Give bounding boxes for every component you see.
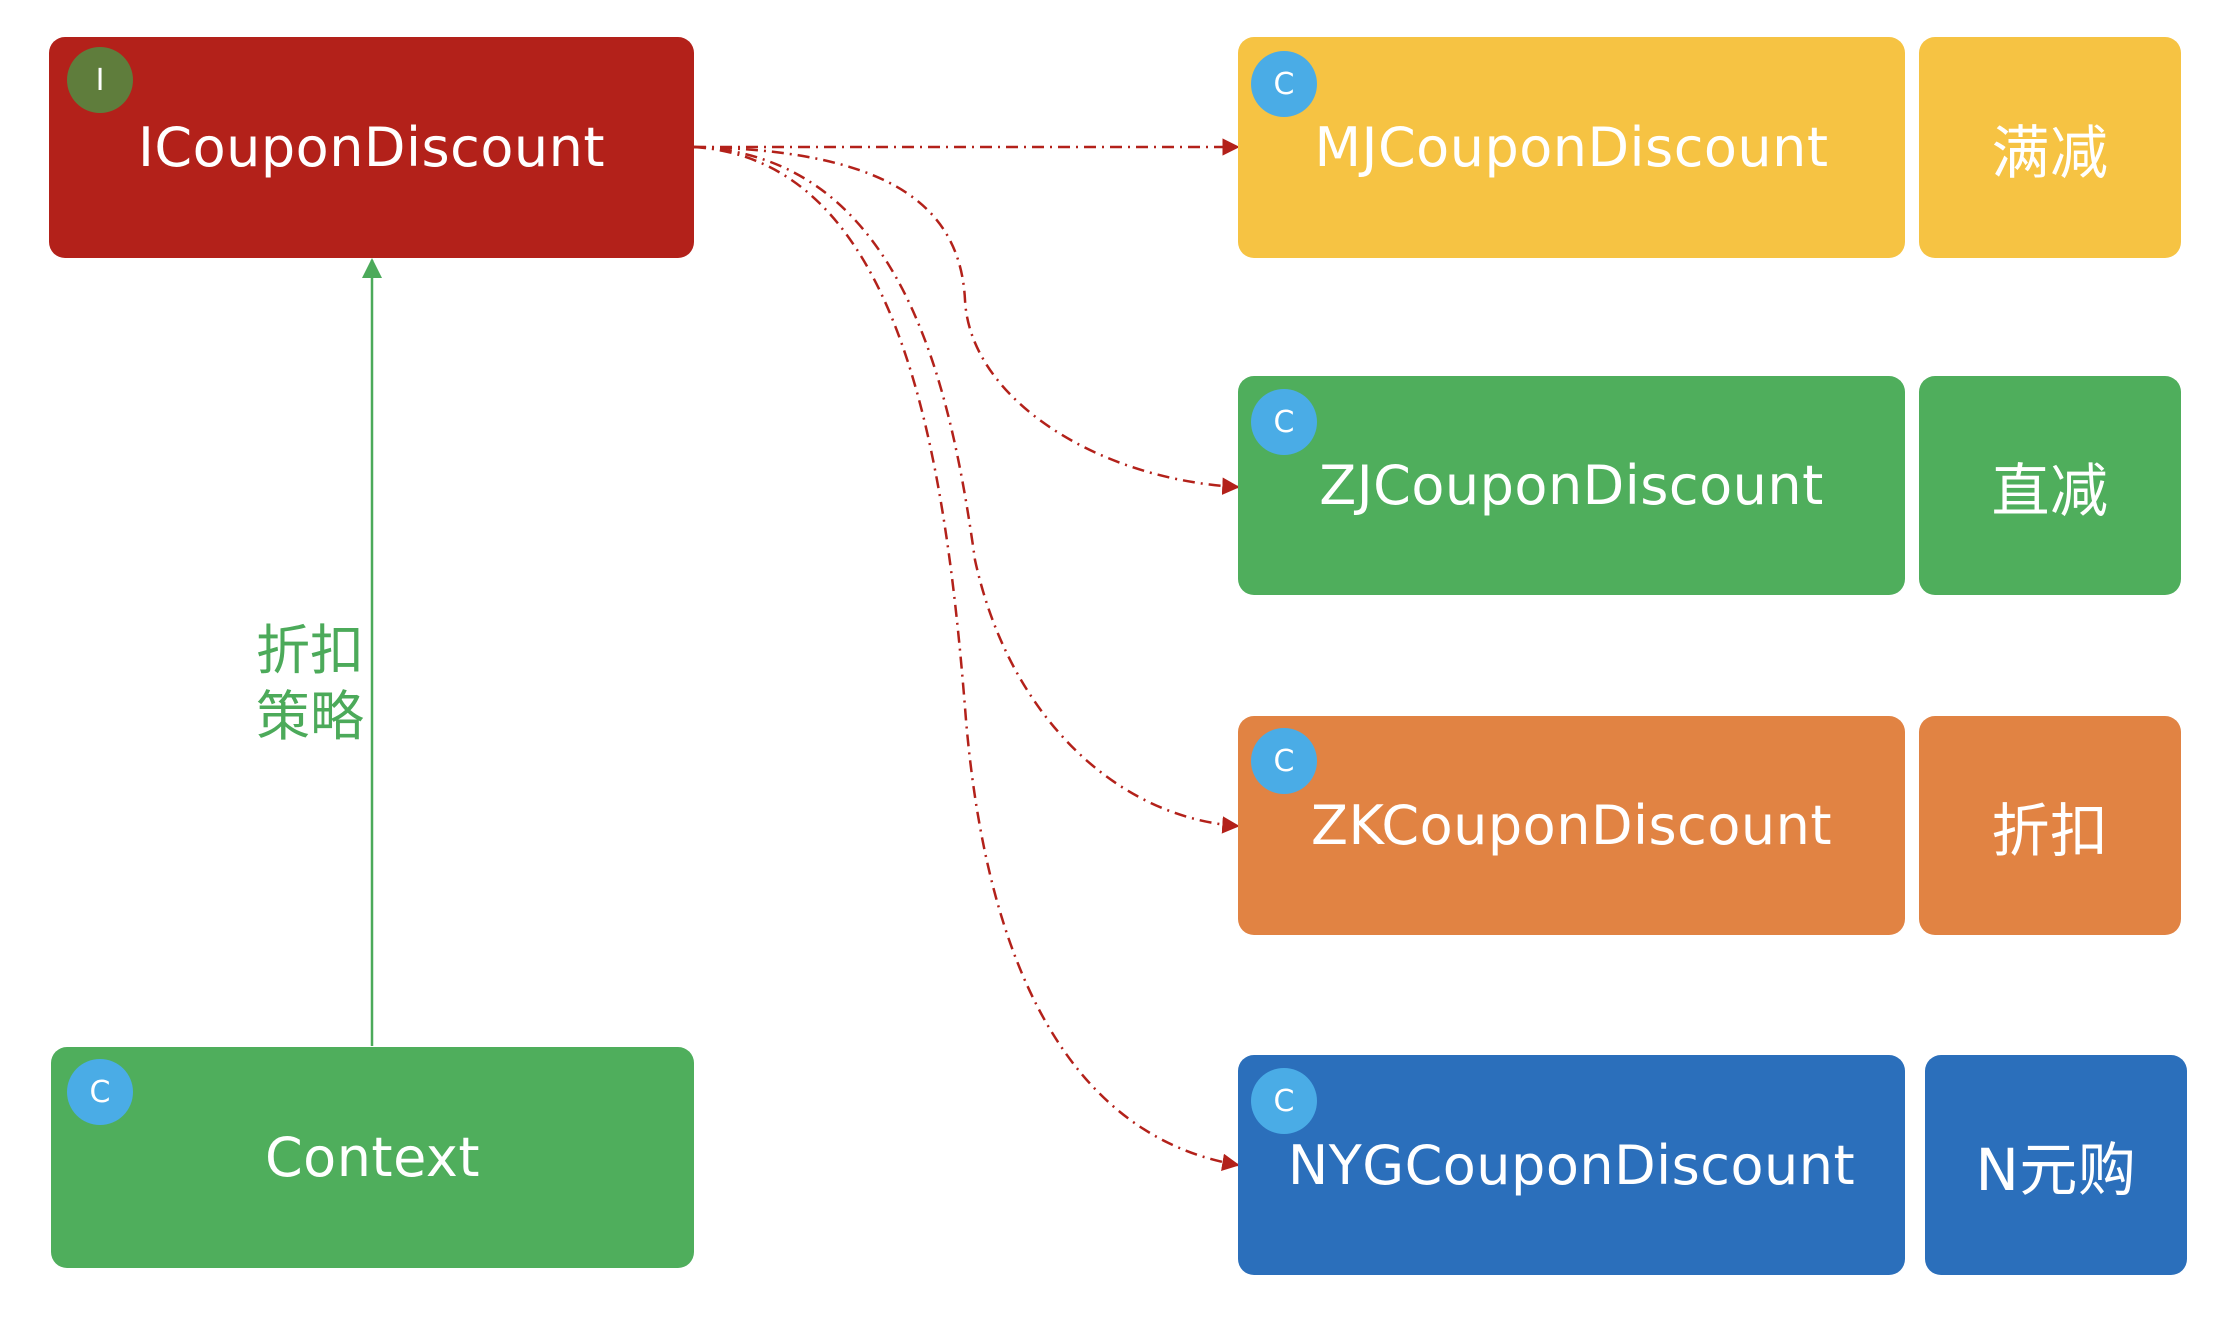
tag-node-nyg[interactable]: N元购	[1925, 1055, 2187, 1275]
realization-line-zj	[693, 145, 1240, 495]
class-node-zkcoupondiscount[interactable]: ZKCouponDiscount	[1238, 716, 1905, 935]
association-label: 折扣 策略	[250, 618, 370, 750]
tag-node-mj[interactable]: 满减	[1919, 37, 2181, 258]
class-node-nygcoupondiscount[interactable]: NYGCouponDiscount	[1238, 1055, 1905, 1275]
association-label-line2: 策略	[256, 685, 364, 748]
tag-node-zk[interactable]: 折扣	[1919, 716, 2181, 935]
class-badge-icon: C	[1251, 51, 1317, 117]
class-badge-letter: C	[1273, 743, 1295, 779]
class-name: NYGCouponDiscount	[1287, 1133, 1856, 1197]
context-badge-letter: C	[89, 1074, 111, 1110]
class-badge-icon: C	[1251, 1068, 1317, 1134]
class-badge-icon: C	[1251, 728, 1317, 794]
tag-label: N元购	[1975, 1136, 2137, 1204]
class-name: ZJCouponDiscount	[1319, 454, 1824, 517]
association-label-line1: 折扣	[256, 619, 364, 682]
context-badge-icon: C	[67, 1059, 133, 1125]
tag-label: 满减	[1991, 118, 2109, 187]
tag-node-zj[interactable]: 直减	[1919, 376, 2181, 595]
realization-line-nyg	[693, 145, 1240, 1171]
context-name: Context	[264, 1126, 481, 1189]
class-badge-icon: C	[1251, 389, 1317, 455]
interface-badge-letter: I	[95, 62, 105, 98]
class-badge-letter: C	[1273, 66, 1295, 102]
class-node-mjcoupondiscount[interactable]: MJCouponDiscount	[1238, 37, 1905, 258]
class-name: MJCouponDiscount	[1314, 116, 1829, 179]
interface-name: ICouponDiscount	[137, 116, 605, 179]
class-badge-letter: C	[1273, 404, 1295, 440]
class-node-context[interactable]: Context	[51, 1047, 694, 1268]
interface-node-icoupondiscount[interactable]: ICouponDiscount	[49, 37, 694, 258]
class-badge-letter: C	[1273, 1083, 1295, 1119]
realization-line-zk	[693, 145, 1240, 834]
tag-label: 折扣	[1991, 796, 2109, 865]
class-name: ZKCouponDiscount	[1310, 794, 1833, 857]
tag-label: 直减	[1991, 456, 2109, 525]
interface-badge-icon: I	[67, 47, 133, 113]
class-node-zjcoupondiscount[interactable]: ZJCouponDiscount	[1238, 376, 1905, 595]
